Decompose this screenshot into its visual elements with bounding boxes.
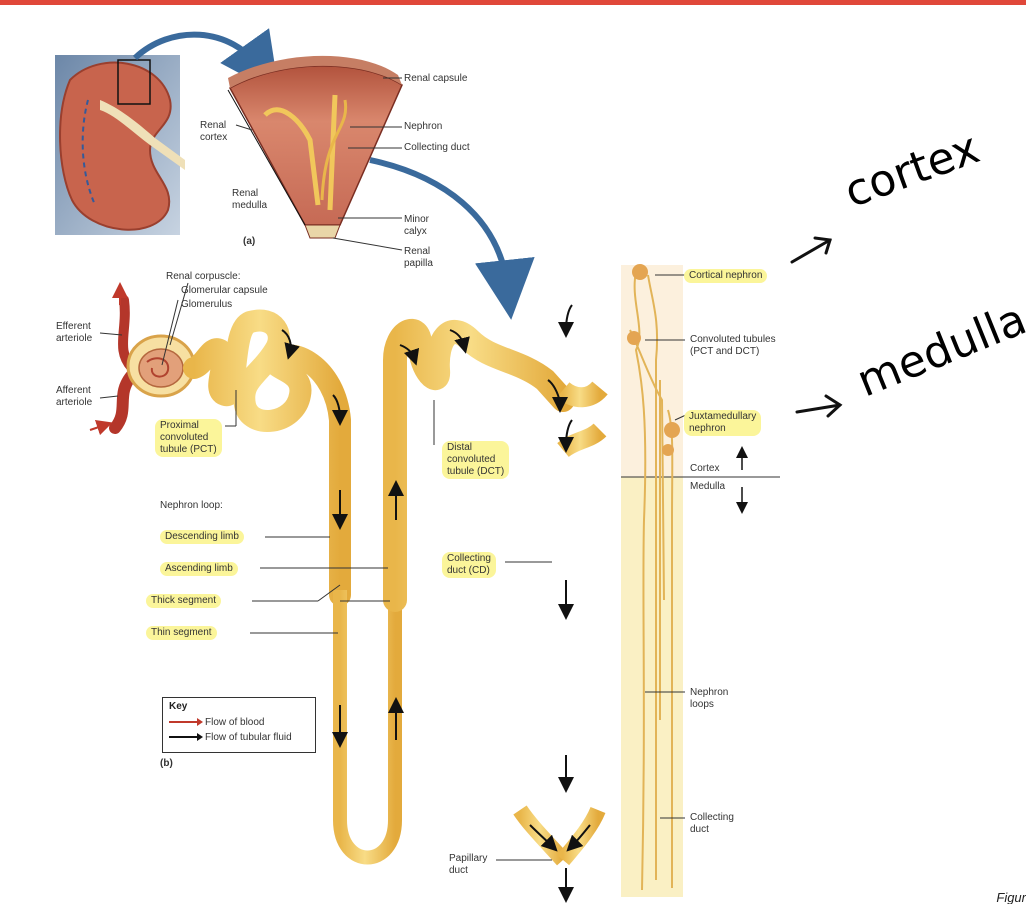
key-swatches: [169, 718, 203, 741]
kidney-thumbnail: [55, 55, 185, 235]
renal-corpuscle: [89, 282, 196, 436]
label-renal-medulla: Renal medulla: [232, 188, 268, 211]
label-glomerulus: Glomerulus: [181, 299, 233, 310]
label-nephron: Nephron: [404, 121, 443, 132]
label-collecting-duct-cd: Collecting duct (CD): [442, 552, 496, 578]
label-glomerular-capsule: Glomerular capsule: [181, 285, 268, 296]
panel-a-tag: (a): [243, 236, 256, 247]
label-collecting-duct-a: Collecting duct: [404, 142, 470, 153]
pointer-arrow-a: [132, 28, 280, 95]
label-thin-segment: Thin segment: [146, 626, 217, 640]
leader-lines: [99, 77, 552, 861]
figure-caption-fragment: Figur: [996, 890, 1026, 904]
label-descending-limb: Descending limb: [160, 530, 244, 544]
label-dct: Distal convoluted tubule (DCT): [442, 441, 510, 479]
label-medulla: Medulla: [690, 481, 726, 492]
label-cortex: Cortex: [690, 463, 720, 474]
nephron-column: [621, 264, 780, 897]
label-nephron-loops: Nephron loops: [690, 687, 729, 710]
label-minor-calyx: Minor calyx: [404, 214, 430, 237]
top-accent-bar: [0, 0, 1026, 5]
pointer-arrow-b: [369, 157, 535, 320]
key-blood-label: Flow of blood: [205, 717, 265, 728]
label-juxtamedullary-nephron: Juxtamedullary nephron: [684, 410, 762, 436]
handwritten-arrows: [790, 236, 843, 418]
label-papillary-duct: Papillary duct: [449, 853, 488, 876]
label-convoluted-tubules: Convoluted tubules (PCT and DCT): [690, 334, 776, 357]
label-efferent-arteriole: Efferent arteriole: [56, 321, 93, 344]
label-renal-corpuscle: Renal corpuscle:: [166, 271, 241, 282]
tubule-pct-loop: [183, 309, 351, 606]
label-nephron-loop: Nephron loop:: [160, 500, 223, 511]
label-ascending-limb: Ascending limb: [160, 562, 238, 576]
panel-b-tag: (b): [160, 758, 173, 769]
label-renal-papilla: Renal papilla: [404, 246, 433, 269]
key-tubular-label: Flow of tubular fluid: [205, 732, 292, 743]
flow-arrows: [281, 304, 591, 903]
label-collecting-duct-c: Collecting duct: [690, 812, 734, 835]
label-pct: Proximal convoluted tubule (PCT): [155, 419, 222, 457]
label-cortical-nephron: Cortical nephron: [684, 269, 768, 283]
label-thick-segment: Thick segment: [146, 594, 222, 608]
label-afferent-arteriole: Afferent arteriole: [56, 385, 93, 408]
label-renal-cortex: Renal cortex: [200, 120, 228, 143]
key-title: Key: [169, 701, 188, 712]
tubule-ascending-thick: [383, 319, 575, 612]
renal-wedge: [227, 55, 403, 239]
legend-key: Key Flow of blood Flow of tubular fluid: [162, 697, 316, 753]
tubule-thin-loop: [333, 590, 402, 865]
label-renal-capsule: Renal capsule: [404, 73, 468, 84]
